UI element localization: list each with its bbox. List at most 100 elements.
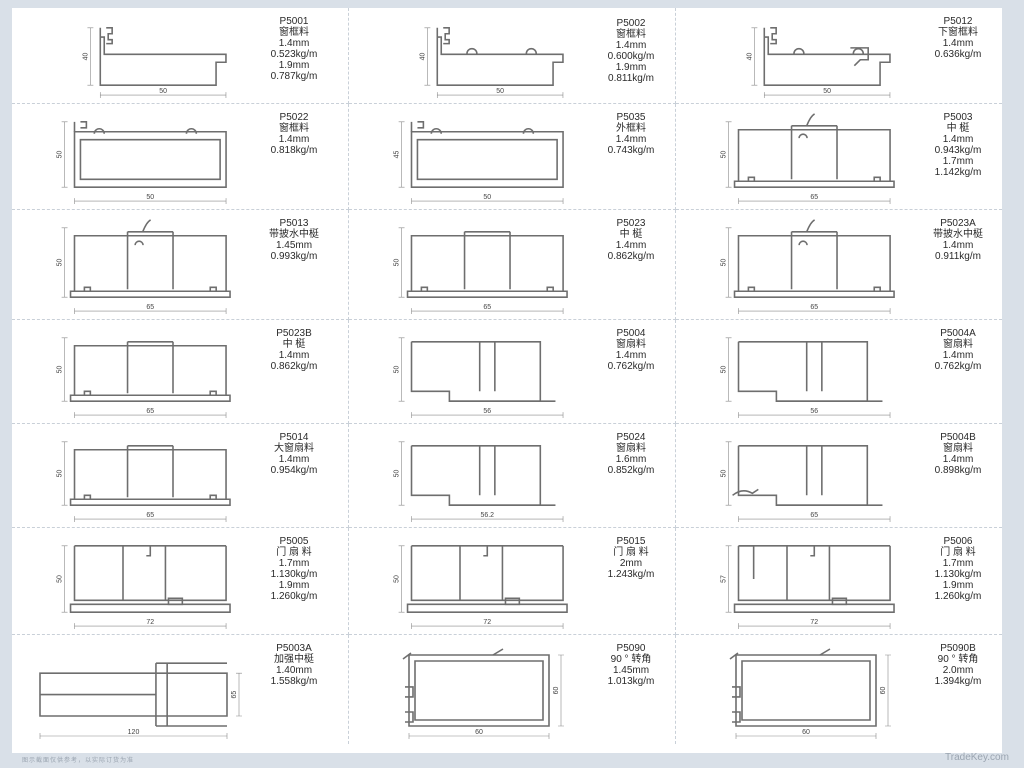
profile-spec-line: 90 ° 转角 — [937, 654, 979, 665]
profile-spec-line: 2.0mm — [942, 665, 974, 676]
profile-spec-line: 0.743kg/m — [607, 145, 655, 156]
profile-spec-line: 0.762kg/m — [607, 361, 655, 372]
svg-text:50: 50 — [57, 470, 64, 478]
svg-text:50: 50 — [57, 151, 64, 159]
svg-text:50: 50 — [394, 575, 401, 583]
profile-spec-line: 窗框料 — [616, 29, 646, 40]
profile-spec-line: 0.993kg/m — [270, 251, 318, 262]
profile-spec-line: 带披水中梃 — [933, 229, 983, 240]
profile-spec-line: 门 扇 料 — [276, 547, 312, 558]
profile-code: P5015 — [616, 536, 646, 547]
profile-spec-line: 窗框料 — [279, 27, 309, 38]
profile-section-svg: 50 50 — [57, 121, 227, 205]
svg-text:50: 50 — [496, 88, 504, 95]
svg-text:50: 50 — [146, 194, 154, 201]
profile-spec-line: 1.4mm — [278, 38, 310, 49]
profile-spec-line: 1.4mm — [278, 134, 310, 145]
profile-spec-line: 1.9mm — [278, 60, 310, 71]
profile-code: P5023A — [940, 218, 976, 229]
svg-text:72: 72 — [146, 619, 154, 626]
profile-code: P5004 — [616, 328, 646, 339]
svg-text:50: 50 — [823, 88, 831, 95]
profile-spec-line: 0.523kg/m — [270, 49, 318, 60]
profile-spec-line: 中 梃 — [946, 123, 970, 134]
profile-spec-line: 1.4mm — [278, 454, 310, 465]
svg-text:56.2: 56.2 — [481, 512, 495, 519]
svg-text:72: 72 — [810, 619, 818, 626]
profile-spec-line: 1.40mm — [275, 665, 313, 676]
profile-spec-line: 0.862kg/m — [607, 251, 655, 262]
profile-code: P5006 — [943, 536, 973, 547]
svg-text:50: 50 — [57, 259, 64, 267]
profile-drawing: 120 65 — [12, 635, 242, 744]
profile-code: P5001 — [279, 16, 309, 27]
profile-spec-line: 外框料 — [616, 123, 646, 134]
profile-spec-line: 1.4mm — [278, 350, 310, 361]
profile-spec-line: 窗扇料 — [616, 443, 646, 454]
profile-spec-line: 1.394kg/m — [934, 676, 982, 687]
profile-code: P5003 — [943, 112, 973, 123]
profile-drawing: 50 50 — [12, 104, 242, 209]
profile-spec-line: 1.260kg/m — [270, 591, 318, 602]
svg-text:60: 60 — [880, 687, 887, 695]
svg-text:120: 120 — [128, 729, 140, 736]
profile-spec-line: 下窗框料 — [938, 27, 978, 38]
profile-spec-line: 1.4mm — [942, 240, 974, 251]
svg-text:65: 65 — [810, 304, 818, 311]
svg-text:65: 65 — [810, 512, 818, 519]
svg-text:50: 50 — [394, 470, 401, 478]
svg-text:50: 50 — [721, 366, 728, 374]
profile-spec-line: 1.45mm — [612, 665, 650, 676]
profile-spec-line: 1.142kg/m — [934, 167, 982, 178]
profile-code: P5004B — [940, 432, 976, 443]
profile-spec-line: 1.7mm — [942, 558, 974, 569]
profile-spec-line: 窗扇料 — [943, 339, 973, 350]
footnote: 图示截面仅供参考，以实际订货为准 — [22, 758, 135, 764]
svg-text:50: 50 — [57, 366, 64, 374]
profile-code: P5003A — [276, 643, 312, 654]
profile-spec-line: 1.9mm — [278, 580, 310, 591]
svg-text:65: 65 — [231, 691, 238, 699]
profile-section-svg: 56.2 50 — [394, 441, 564, 523]
svg-text:50: 50 — [57, 575, 64, 583]
